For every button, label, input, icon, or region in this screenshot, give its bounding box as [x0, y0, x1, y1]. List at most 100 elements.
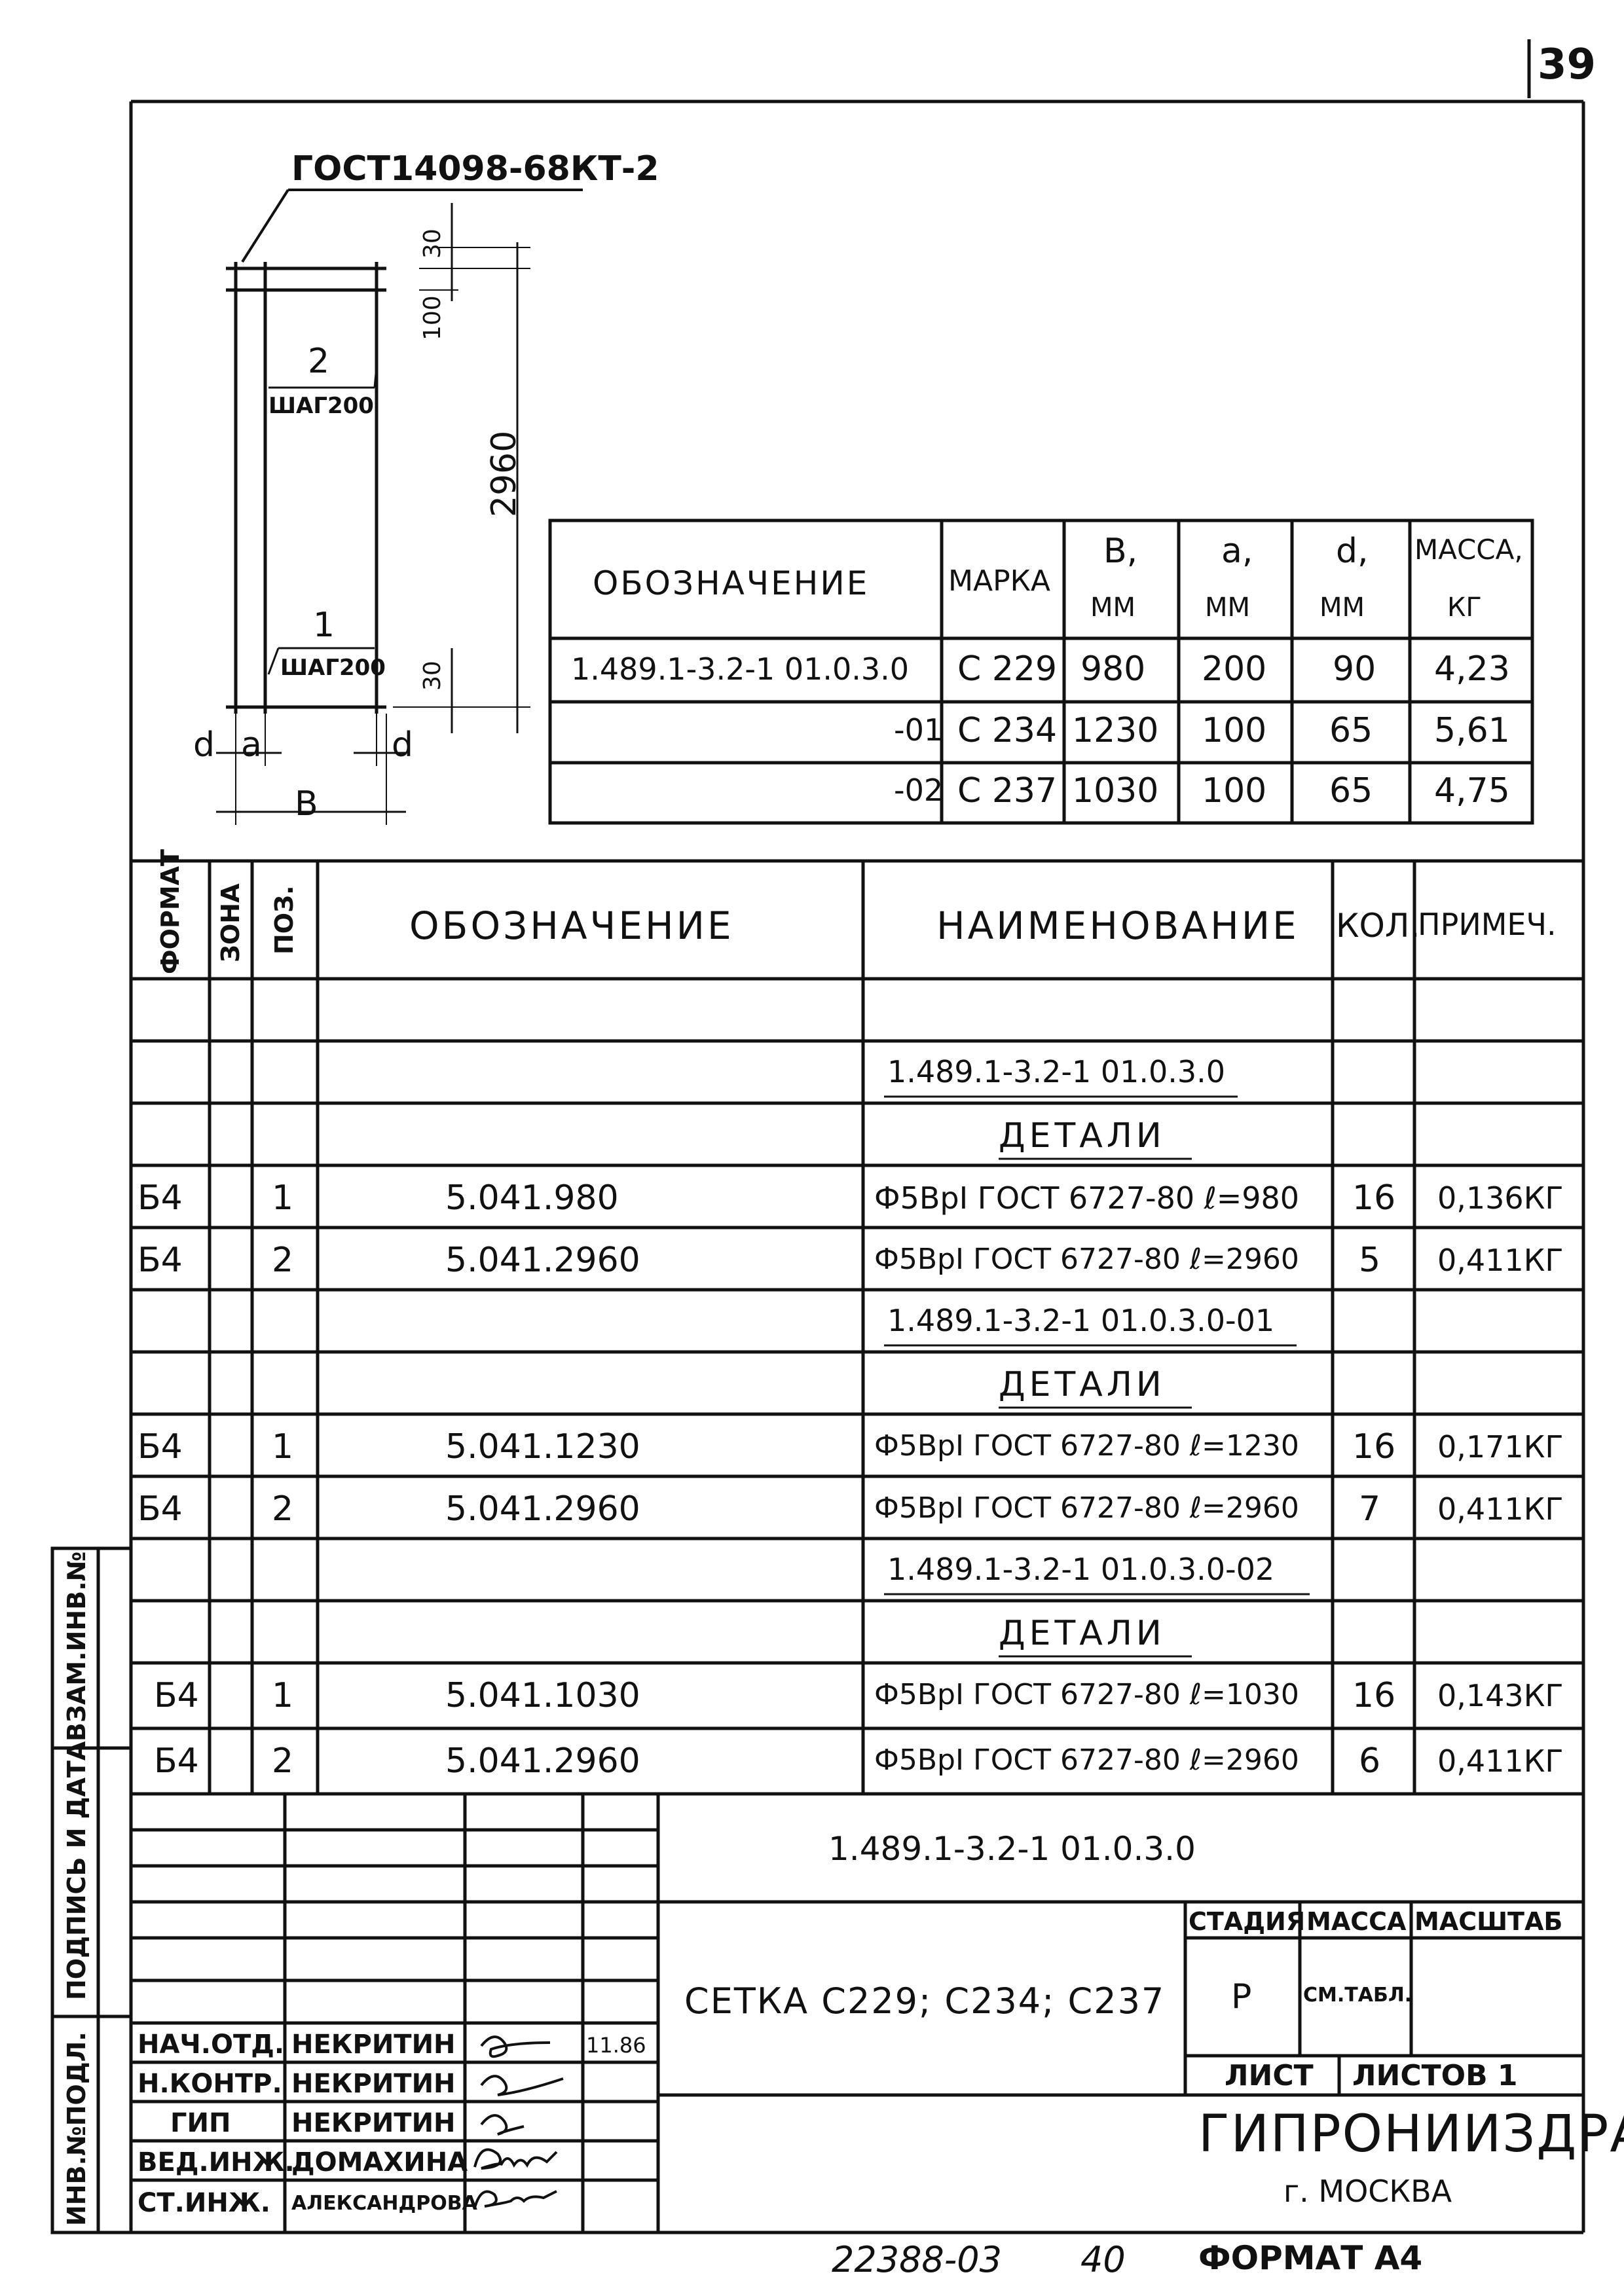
spec-group-2-item-1-note: 0,411КГ: [1437, 1743, 1564, 1779]
spec-group-1-section: ДЕТАЛИ: [999, 1365, 1166, 1404]
spec-group-1-item-0-qty: 16: [1352, 1427, 1396, 1467]
side-stamp-sign-date: ПОДПИСЬ И ДАТА: [62, 1741, 91, 2000]
spec-group-0-item-1-designation: 5.041.2960: [445, 1241, 640, 1280]
pos1-step: ШАГ200: [280, 655, 386, 681]
side-stamp-inv-sub: ИНВ.№ПОДЛ.: [62, 2032, 91, 2226]
params-row-2-designation: -02: [894, 773, 944, 808]
sign-row-2-role: ГИП: [170, 2108, 231, 2138]
pos2-step: ШАГ200: [268, 393, 374, 419]
spec-group-0-title: 1.489.1-3.2-1 01.0.3.0: [887, 1054, 1226, 1089]
title-sheets-label: ЛИСТОВ 1: [1352, 2059, 1518, 2092]
sign-row-1-role: Н.КОНТР.: [138, 2069, 282, 2099]
spec-group-1-item-1-pos: 2: [272, 1489, 294, 1529]
spec-group-1-item-1-designation: 5.041.2960: [445, 1489, 640, 1529]
sign-row-3-role: ВЕД.ИНЖ.: [138, 2147, 295, 2178]
params-row-2-d: 65: [1329, 771, 1373, 811]
sign-row-4-role: СТ.ИНЖ.: [138, 2188, 270, 2218]
params-row-1-b: 1230: [1072, 711, 1159, 750]
standard-callout: ГОСТ14098-68КТ-2: [291, 149, 659, 189]
spec-group-2-item-1-name: Ф5ВрI ГОСТ 6727-80 ℓ=2960: [874, 1743, 1299, 1777]
spec-group-0-item-0-qty: 16: [1352, 1178, 1396, 1218]
params-row-1-mass: 5,61: [1434, 711, 1510, 750]
spec-group-0-item-1-note: 0,411КГ: [1437, 1243, 1564, 1278]
dim-bottom-30: 30: [419, 661, 446, 691]
spec-group-2-item-0-qty: 16: [1352, 1676, 1396, 1715]
spec-group-0-item-0-name: Ф5ВрI ГОСТ 6727-80 ℓ=980: [874, 1180, 1300, 1216]
params-row-1-d: 65: [1329, 711, 1373, 750]
dim-d-right: d: [392, 725, 414, 765]
spec-group-0-section: ДЕТАЛИ: [999, 1116, 1166, 1156]
sign-row-0-role: НАЧ.ОТД.: [138, 2030, 285, 2060]
sign-row-3-name: ДОМАХИНА: [291, 2147, 468, 2178]
spec-group-1-title: 1.489.1-3.2-1 01.0.3.0-01: [887, 1303, 1275, 1338]
side-stamp-replace-inv: ВЗАМ.ИНВ.№: [62, 1551, 91, 1741]
spec-group-2-item-0-name: Ф5ВрI ГОСТ 6727-80 ℓ=1030: [874, 1678, 1299, 1711]
spec-group-2-section: ДЕТАЛИ: [999, 1614, 1166, 1653]
spec-group-0-item-0-note: 0,136КГ: [1437, 1180, 1564, 1216]
params-header-mass: МАССА,: [1414, 534, 1523, 566]
spec-group-2-item-0-note: 0,143КГ: [1437, 1678, 1564, 1713]
params-header-designation: ОБОЗНАЧЕНИЕ: [593, 564, 870, 602]
spec-group-1-item-1-name: Ф5ВрI ГОСТ 6727-80 ℓ=2960: [874, 1491, 1299, 1525]
title-city: г. МОСКВА: [1283, 2174, 1452, 2209]
title-mass-label: МАССА: [1306, 1907, 1407, 1936]
spec-header-qty: КОЛ.: [1336, 907, 1420, 945]
params-row-1-a: 100: [1202, 711, 1267, 750]
spec-group-2-item-1-pos: 2: [272, 1741, 294, 1781]
sign-row-1-name: НЕКРИТИН: [291, 2069, 456, 2099]
spec-group-1-item-0-pos: 1: [272, 1427, 294, 1467]
spec-group-1-item-0-format: Б4: [138, 1427, 183, 1467]
params-row-0-designation: 1.489.1-3.2-1 01.0.3.0: [571, 651, 910, 687]
spec-header-note: ПРИМЕЧ.: [1418, 907, 1557, 942]
dim-top-30: 30: [419, 228, 446, 259]
spec-group-0-item-0-format: Б4: [138, 1178, 183, 1218]
spec-group-1-item-0-designation: 5.041.1230: [445, 1427, 640, 1467]
spec-group-2-title: 1.489.1-3.2-1 01.0.3.0-02: [887, 1552, 1275, 1587]
params-header-mass-unit: КГ: [1447, 592, 1482, 623]
params-header-mark: МАРКА: [948, 564, 1050, 598]
params-row-2-a: 100: [1202, 771, 1267, 811]
spec-group-0-item-1-name: Ф5ВрI ГОСТ 6727-80 ℓ=2960: [874, 1243, 1299, 1276]
title-document-code: 1.489.1-3.2-1 01.0.3.0: [828, 1830, 1196, 1868]
spec-group-0-item-0-pos: 1: [272, 1178, 294, 1218]
title-stage-label: СТАДИЯ: [1189, 1907, 1306, 1936]
params-row-0-a: 200: [1202, 649, 1267, 689]
dim-100: 100: [419, 295, 446, 340]
spec-group-0-item-1-format: Б4: [138, 1241, 183, 1280]
params-row-0-d: 90: [1333, 649, 1376, 689]
signatures: [473, 2035, 564, 2208]
params-header-a-unit: ММ: [1205, 592, 1251, 623]
title-sheet-label: ЛИСТ: [1225, 2059, 1314, 2092]
params-row-2-mass: 4,75: [1434, 771, 1510, 811]
spec-group-2-item-0-designation: 5.041.1030: [445, 1676, 640, 1715]
footer-inventory: 22388-03: [832, 2239, 1002, 2280]
spec-header-zone: ЗОНА: [216, 883, 245, 962]
params-header-d-unit: ММ: [1320, 592, 1365, 623]
spec-header-pos: ПОЗ.: [270, 885, 299, 955]
dim-b: B: [295, 784, 318, 824]
params-row-1-mark: С 234: [957, 711, 1058, 750]
spec-group-2-item-1-designation: 5.041.2960: [445, 1741, 640, 1781]
params-row-2-mark: С 237: [957, 771, 1058, 811]
dim-a: a: [241, 725, 262, 765]
footer-format: ФОРМАТ А4: [1198, 2239, 1423, 2277]
spec-group-1-item-0-name: Ф5ВрI ГОСТ 6727-80 ℓ=1230: [874, 1429, 1299, 1463]
sign-row-2-name: НЕКРИТИН: [291, 2108, 456, 2138]
title-stage-value: Р: [1231, 1977, 1252, 2016]
footer-page: 40: [1080, 2239, 1126, 2280]
spec-group-0-item-1-pos: 2: [272, 1241, 294, 1280]
spec-group-1-item-0-note: 0,171КГ: [1437, 1429, 1564, 1465]
params-header-b-unit: ММ: [1090, 592, 1136, 623]
pos2-number: 2: [308, 342, 330, 381]
sheet-number: 39: [1538, 41, 1596, 89]
params-row-1-designation: -01: [894, 712, 944, 748]
spec-group-2-item-1-format: Б4: [154, 1741, 199, 1781]
title-product-name: СЕТКА С229; С234; С237: [684, 1980, 1166, 2022]
params-row-0-mark: С 229: [957, 649, 1058, 689]
spec-header-name: НАИМЕНОВАНИЕ: [936, 903, 1299, 948]
title-scale-label: МАСШТАБ: [1414, 1907, 1563, 1936]
spec-header-designation: ОБОЗНАЧЕНИЕ: [409, 903, 734, 948]
params-row-2-b: 1030: [1072, 771, 1159, 811]
sign-row-4-name: АЛЕКСАНДРОВА: [291, 2192, 477, 2215]
spec-group-1-item-1-qty: 7: [1359, 1489, 1381, 1529]
